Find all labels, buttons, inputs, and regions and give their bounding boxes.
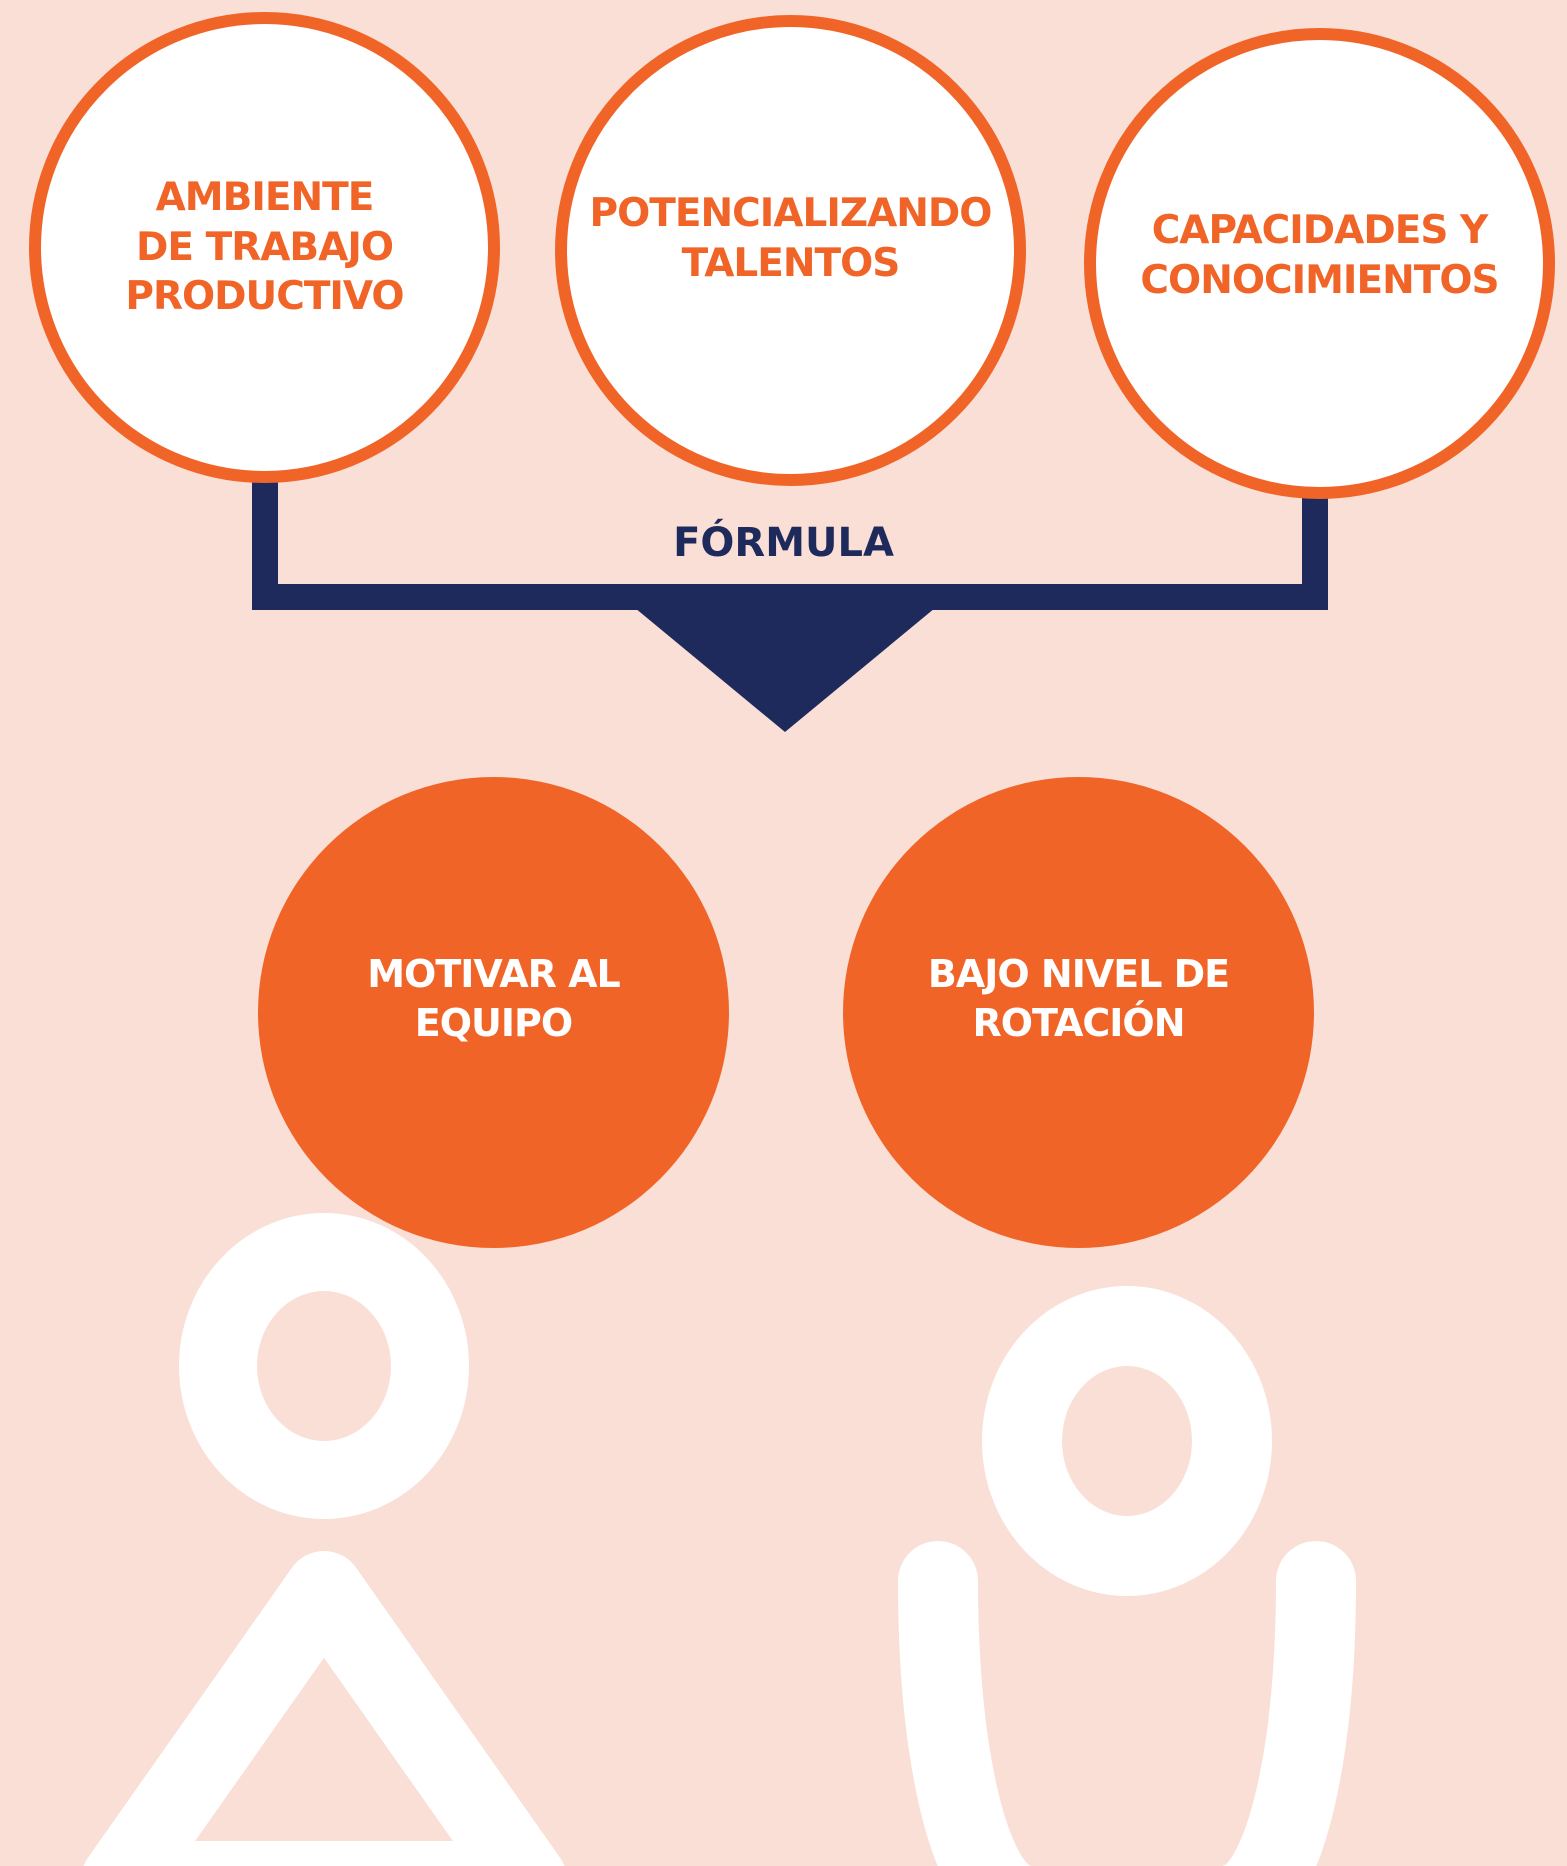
person-left-body	[83, 1551, 565, 1866]
person-figure-right	[898, 1286, 1356, 1866]
label-line: MOTIVAR AL	[367, 951, 621, 996]
circle-potencializando-talentos: POTENCIALIZANDO TALENTOS	[555, 15, 1026, 486]
label-line: BAJO NIVEL DE	[927, 951, 1230, 996]
circle-ambiente-trabajo: AMBIENTE DE TRABAJO PRODUCTIVO	[29, 12, 500, 483]
label-line: POTENCIALIZANDO	[589, 190, 993, 236]
label-line: CAPACIDADES Y	[1151, 207, 1489, 253]
person-right-head	[982, 1286, 1272, 1596]
label-line: PRODUCTIVO	[125, 274, 404, 320]
label-line: EQUIPO	[414, 1000, 573, 1045]
circle-label: AMBIENTE DE TRABAJO PRODUCTIVO	[125, 173, 404, 323]
label-line: TALENTOS	[681, 240, 901, 286]
circle-label: BAJO NIVEL DE ROTACIÓN	[927, 950, 1230, 1047]
circle-label: CAPACIDADES Y CONOCIMIENTOS	[1140, 206, 1499, 306]
label-line: AMBIENTE	[155, 174, 375, 220]
label-line: ROTACIÓN	[972, 1000, 1185, 1045]
circle-motivar-equipo: MOTIVAR AL EQUIPO	[258, 777, 729, 1248]
down-arrow-icon	[635, 608, 935, 732]
connector-label: FÓRMULA	[673, 520, 894, 566]
label-line: CONOCIMIENTOS	[1140, 257, 1499, 303]
circle-label: MOTIVAR AL EQUIPO	[367, 950, 621, 1047]
bracket-line	[252, 465, 1328, 610]
label-line: DE TRABAJO	[136, 224, 394, 270]
person-left-head	[179, 1213, 469, 1519]
person-figure-left	[83, 1213, 565, 1866]
circle-capacidades-conocimientos: CAPACIDADES Y CONOCIMIENTOS	[1084, 28, 1555, 499]
circle-bajo-nivel-rotacion: BAJO NIVEL DE ROTACIÓN	[843, 777, 1314, 1248]
circle-label: POTENCIALIZANDO TALENTOS	[589, 189, 993, 289]
person-right-body	[898, 1541, 1356, 1866]
